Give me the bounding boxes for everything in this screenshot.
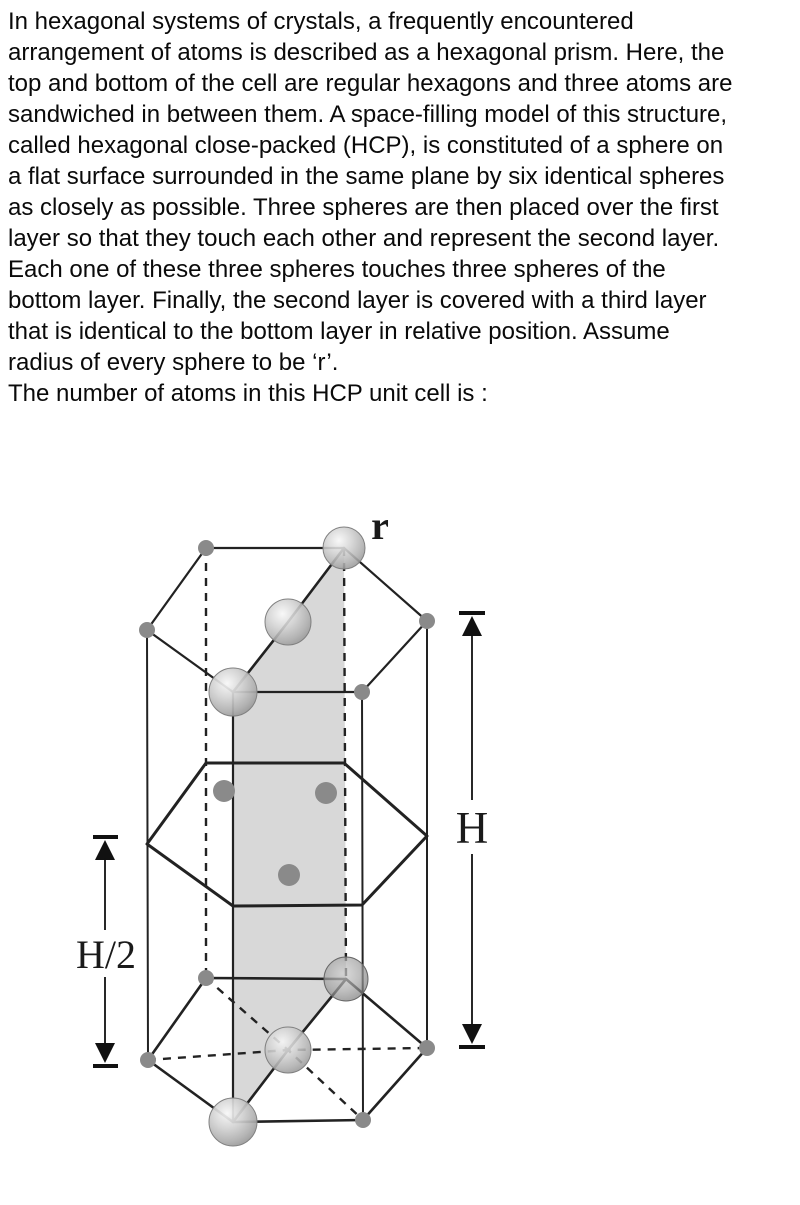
sphere-bottom-front-left: [208, 1097, 258, 1147]
vertex-dot: [140, 1052, 156, 1068]
sphere-bottom-back-right: [323, 956, 369, 1002]
half-height-dimension-arrow: [93, 835, 118, 1068]
arrowhead-up: [462, 616, 482, 636]
middle-layer-atom-dots: [213, 780, 337, 886]
middle-layer-dot: [213, 780, 235, 802]
hidden-edge-back-right: [342, 547, 348, 980]
half-height-label: H/2: [76, 932, 136, 977]
sphere-bottom-center: [264, 1026, 312, 1074]
atom-spheres: [208, 526, 369, 1147]
sphere-top-center: [264, 598, 312, 646]
arrowhead-up: [95, 840, 115, 860]
sphere-top-back-right: [322, 526, 366, 570]
height-dimension-arrow: [459, 611, 485, 1049]
question-prompt: The number of atoms in this HCP unit cel…: [8, 380, 488, 407]
vertex-dot: [355, 1112, 371, 1128]
height-label: H: [456, 803, 489, 853]
vertical-edge-left: [146, 629, 149, 1061]
vertical-edge-front-right: [361, 691, 364, 1121]
vertex-dot: [419, 613, 435, 629]
middle-layer-dot: [315, 782, 337, 804]
question-text: In hexagonal systems of crystals, a freq…: [8, 8, 733, 376]
middle-layer-dot: [278, 864, 300, 886]
sphere-top-front-left: [208, 667, 258, 717]
arrowhead-down: [462, 1024, 482, 1044]
vertex-dot: [139, 622, 155, 638]
radius-label: r: [371, 503, 389, 548]
arrowhead-down: [95, 1043, 115, 1063]
vertex-dot: [354, 684, 370, 700]
vertex-atom-dots: [139, 540, 435, 1128]
vertex-dot: [198, 540, 214, 556]
vertex-dot: [419, 1040, 435, 1056]
vertex-dot: [198, 970, 214, 986]
